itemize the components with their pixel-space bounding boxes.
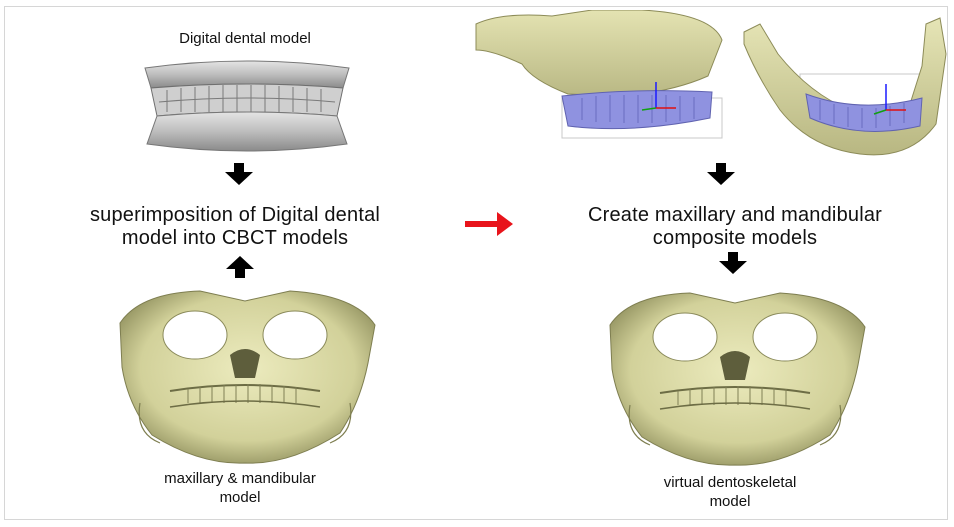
create-composite-line-2: composite models	[520, 226, 950, 250]
virtual-dentoskeletal-caption-line-2: model	[600, 493, 860, 511]
mandibular-composite-image	[740, 14, 952, 164]
arrow-down-icon	[225, 163, 253, 185]
superimposition-line-2: model into CBCT models	[20, 226, 450, 250]
digital-dental-model-title: Digital dental model	[130, 30, 360, 48]
skull-maxillary-mandibular-image	[100, 283, 390, 468]
arrow-down-icon	[719, 252, 747, 274]
maxillary-composite-image	[472, 10, 730, 142]
arrow-right-icon	[465, 212, 513, 236]
maxillary-mandibular-caption-line-2: model	[110, 489, 370, 507]
arrow-up-icon	[226, 256, 254, 278]
arrow-down-icon	[707, 163, 735, 185]
maxillary-mandibular-caption-line-1: maxillary & mandibular	[110, 470, 370, 488]
digital-dental-model-image	[137, 58, 357, 158]
skull-virtual-dentoskeletal-image	[590, 285, 880, 470]
virtual-dentoskeletal-caption-line-1: virtual dentoskeletal	[600, 474, 860, 492]
superimposition-line-1: superimposition of Digital dental	[20, 203, 450, 227]
create-composite-line-1: Create maxillary and mandibular	[520, 203, 950, 227]
